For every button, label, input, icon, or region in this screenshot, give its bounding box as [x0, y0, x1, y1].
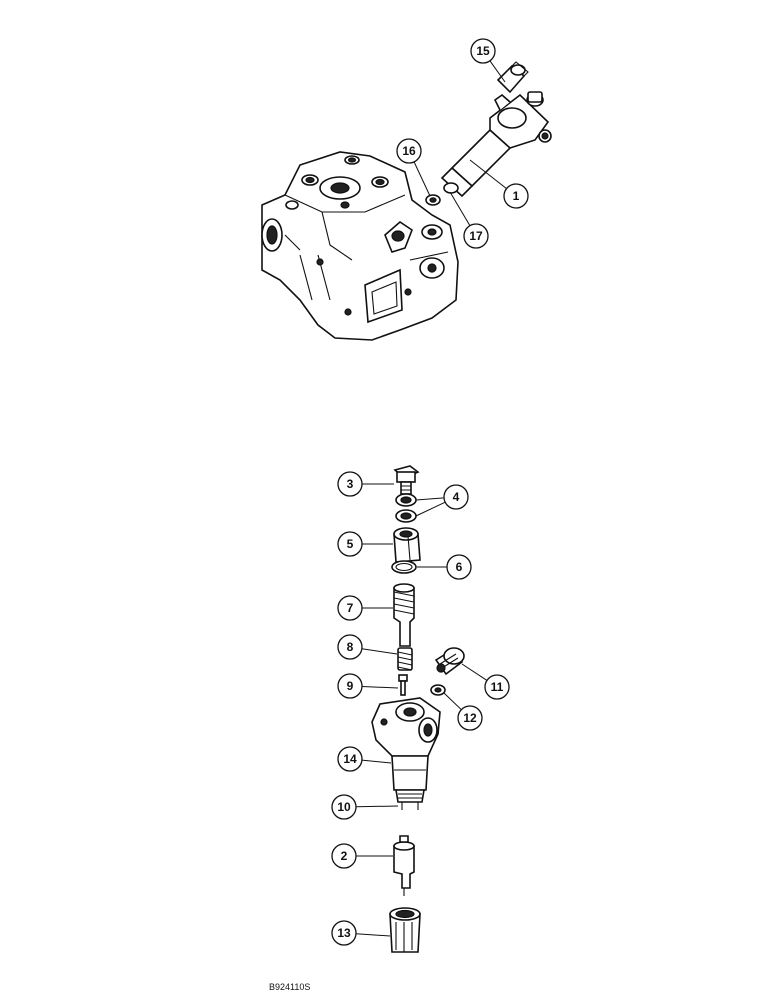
callout-number: 9	[347, 679, 354, 693]
callout-9: 9	[337, 673, 399, 699]
cap-nut-5	[393, 527, 421, 563]
callout-number: 2	[341, 849, 348, 863]
callout-12: 12	[443, 692, 483, 731]
spring-holder-7	[393, 583, 415, 647]
callout-16: 16	[396, 138, 431, 197]
callout-circle	[331, 794, 357, 820]
callout-circle	[484, 674, 510, 700]
injector-assembly-top	[440, 91, 552, 198]
pin-9	[398, 674, 408, 696]
callout-number: 3	[347, 477, 354, 491]
callout-leader	[461, 663, 488, 681]
callout-number: 12	[463, 711, 477, 725]
callout-13: 13	[331, 920, 391, 946]
fitting-11	[434, 647, 465, 676]
callout-circle	[446, 554, 472, 580]
callout-number: 6	[456, 560, 463, 574]
locating-pins-10	[395, 789, 425, 810]
callout-4: 4	[415, 484, 469, 517]
o-ring-6	[391, 560, 417, 574]
callout-leader	[443, 692, 462, 711]
callout-leader	[413, 161, 431, 197]
callout-leader	[489, 60, 506, 83]
callout-5: 5	[337, 531, 393, 557]
callout-11: 11	[461, 663, 510, 700]
callout-6: 6	[417, 554, 472, 580]
callout-circle	[337, 471, 363, 497]
callout-1: 1	[469, 159, 529, 209]
callout-number: 14	[343, 752, 357, 766]
callout-leader	[361, 686, 399, 689]
callout-circle	[470, 38, 496, 64]
sealing-washer-16	[425, 194, 441, 206]
callout-circle	[463, 223, 489, 249]
callout-number: 7	[347, 601, 354, 615]
callout-circle	[337, 595, 363, 621]
callouts: 15 16 1 17 3 4 5 6 7 8 9 11 12 14 10 2 13	[331, 38, 529, 946]
spring-8	[397, 647, 413, 671]
callout-number: 10	[337, 800, 351, 814]
callout-circle	[503, 183, 529, 209]
callout-17: 17	[449, 191, 489, 249]
callout-circle	[457, 705, 483, 731]
callout-circle	[396, 138, 422, 164]
callout-circle	[331, 843, 357, 869]
bolt-3	[393, 465, 420, 495]
callout-3: 3	[337, 471, 394, 497]
callout-leader	[361, 648, 398, 655]
callout-circle	[337, 746, 363, 772]
banjo-bolt-15	[496, 61, 529, 94]
callout-leader	[415, 497, 445, 501]
callout-2: 2	[331, 843, 393, 869]
callout-number: 13	[337, 926, 351, 940]
callout-14: 14	[337, 746, 392, 772]
callout-leader	[469, 159, 507, 189]
callout-circle	[337, 673, 363, 699]
callout-leader	[361, 759, 392, 764]
callout-number: 5	[347, 537, 354, 551]
callout-7: 7	[337, 595, 393, 621]
callout-10: 10	[331, 794, 399, 820]
callout-circle	[337, 634, 363, 660]
callout-leader	[449, 191, 471, 226]
nozzle-nut-13	[389, 907, 421, 953]
reference-code: B924110S	[269, 982, 310, 992]
callout-number: 11	[491, 680, 504, 694]
callout-circle	[337, 531, 363, 557]
injector-body-14	[371, 697, 441, 791]
washers-4	[395, 493, 417, 523]
cylinder-head	[261, 151, 459, 341]
callout-leader	[355, 933, 391, 937]
callout-8: 8	[337, 634, 398, 660]
callout-15: 15	[470, 38, 506, 83]
washer-12	[430, 684, 446, 696]
callout-number: 8	[347, 640, 354, 654]
callout-number: 1	[513, 189, 520, 203]
callout-leader	[415, 501, 446, 517]
nozzle-2	[393, 835, 415, 896]
callout-number: 15	[476, 44, 490, 58]
callout-number: 17	[469, 229, 483, 243]
callout-number: 16	[402, 144, 416, 158]
callout-number: 4	[453, 490, 460, 504]
callout-leader	[355, 805, 399, 808]
callout-circle	[443, 484, 469, 510]
callout-circle	[331, 920, 357, 946]
